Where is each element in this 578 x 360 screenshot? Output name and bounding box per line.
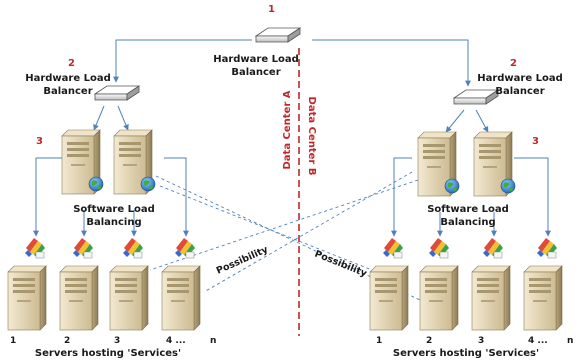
right-slb-globe-1: [444, 178, 460, 194]
possibility-line-d: [203, 171, 413, 293]
right-host-server-4: [523, 265, 563, 331]
datacenter-b-label: Data Center B: [306, 97, 317, 176]
right-slb-globe-2: [500, 178, 516, 194]
right-servers-caption: Servers hosting 'Services': [393, 348, 539, 359]
left-slb-number: 3: [36, 136, 43, 147]
left-servers-caption: Servers hosting 'Services': [35, 348, 181, 359]
left-service-icon-2: [72, 237, 94, 259]
right-hlb-label-line1: Hardware Load: [477, 73, 563, 84]
link-right-slb-to-service4: [514, 157, 551, 237]
right-host-server-3: [471, 265, 511, 331]
datacenter-a-label: Data Center A: [282, 90, 293, 169]
possibility-label-right: Possibility: [313, 249, 369, 280]
top-hlb-number: 1: [268, 4, 275, 15]
right-hlb-label-line2: Balancer: [495, 86, 544, 97]
left-server-index-n: n: [210, 336, 216, 346]
left-server-index-2: 2: [64, 336, 70, 346]
left-host-server-2: [59, 265, 99, 331]
right-slb-label-line1: Software Load: [427, 204, 509, 215]
left-host-server-3: [109, 265, 149, 331]
left-hlb-number: 2: [68, 58, 75, 69]
connection-lines: [33, 39, 551, 237]
top-hlb-label-line1: Hardware Load: [213, 54, 299, 65]
left-hlb-label-line1: Hardware Load: [25, 73, 111, 84]
left-slb-globe-2: [140, 176, 156, 192]
left-server-index-1: 1: [10, 336, 16, 346]
link-right-hlb-to-slb2: [475, 109, 489, 133]
link-left-slb-to-service4: [164, 157, 189, 237]
link-left-hlb-to-slb1: [93, 105, 105, 131]
right-service-icon-4: [536, 237, 558, 259]
right-hardware-load-balancer: [453, 89, 499, 105]
possibility-line-c: [149, 179, 419, 271]
right-hlb-number: 2: [510, 58, 517, 69]
left-service-icon-3: [122, 237, 144, 259]
link-left-hlb-to-slb2: [117, 105, 129, 131]
left-slb-label-line2: Balancing: [86, 217, 141, 228]
left-slb-globe-1: [88, 176, 104, 192]
link-top-to-right-hlb: [312, 39, 471, 87]
left-service-icon-1: [24, 237, 46, 259]
right-server-index-1: 1: [376, 336, 382, 346]
right-host-server-1: [369, 265, 409, 331]
right-host-server-2: [419, 265, 459, 331]
right-service-icon-3: [482, 237, 504, 259]
right-server-index-3: 3: [478, 336, 484, 346]
top-hlb-label-line2: Balancer: [231, 67, 280, 78]
right-service-icon-2: [428, 237, 450, 259]
link-top-to-left-hlb: [113, 39, 252, 83]
left-hlb-label-line2: Balancer: [43, 86, 92, 97]
left-service-icon-4: [174, 237, 196, 259]
right-service-icon-1: [382, 237, 404, 259]
top-hardware-load-balancer: [255, 27, 301, 43]
right-slb-label-line2: Balancing: [440, 217, 495, 228]
right-server-index-4: 4 ...: [528, 336, 548, 346]
left-hardware-load-balancer: [94, 85, 140, 101]
right-server-index-2: 2: [426, 336, 432, 346]
right-server-index-n: n: [567, 336, 573, 346]
left-slb-label-line1: Software Load: [73, 204, 155, 215]
possibility-lines: [149, 171, 421, 301]
left-host-server-1: [7, 265, 47, 331]
left-server-index-3: 3: [114, 336, 120, 346]
link-right-slb-bracket: [391, 157, 412, 237]
left-server-index-4: 4 ...: [166, 336, 186, 346]
link-right-hlb-to-slb1: [445, 109, 465, 133]
left-host-server-4: [161, 265, 201, 331]
right-slb-number: 3: [532, 136, 539, 147]
possibility-label-left: Possibility: [215, 244, 271, 277]
possibility-line-b: [155, 175, 421, 301]
link-left-slb-bracket: [33, 157, 74, 237]
